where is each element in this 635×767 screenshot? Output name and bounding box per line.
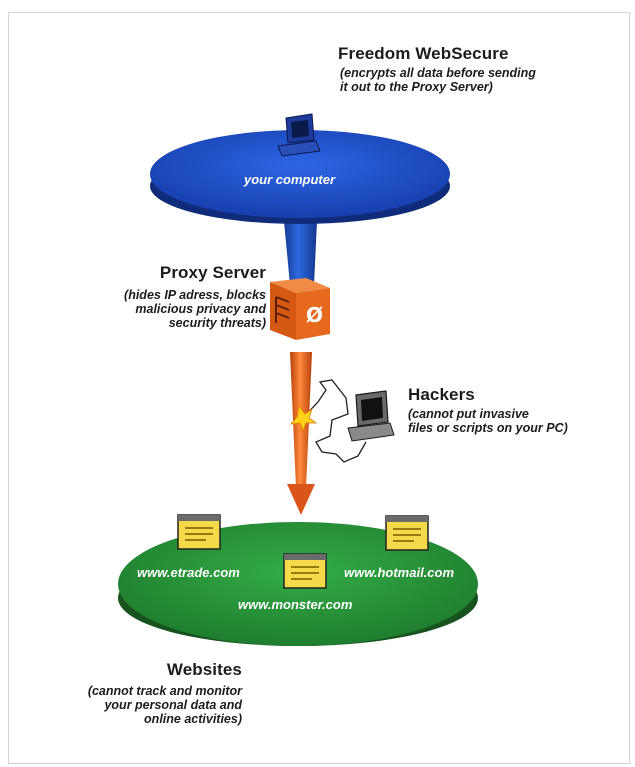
websites-title: Websites <box>166 660 242 679</box>
computer-icon <box>277 113 321 157</box>
hackers-description: (cannot put invasive files or scripts on… <box>408 407 568 435</box>
browser-window-icon <box>177 514 221 550</box>
hacker-computer-icon <box>347 390 395 442</box>
proxy-desc-line: security threats) <box>168 316 266 330</box>
spark-icon <box>290 405 318 433</box>
hackers-title: Hackers <box>408 385 475 404</box>
computer-description: (encrypts all data before sending it out… <box>340 66 536 94</box>
computer-desc-line: it out to the Proxy Server) <box>340 80 493 94</box>
browser-window-icon <box>283 553 327 589</box>
computer-desc-line: (encrypts all data before sending <box>340 66 536 80</box>
site-label-monster: www.monster.com <box>238 597 353 612</box>
websites-desc-line: online activities) <box>144 712 242 726</box>
site-label-hotmail: www.hotmail.com <box>344 565 455 580</box>
hacker-attack-line <box>302 379 367 463</box>
orange-data-beam <box>287 352 315 515</box>
computer-disc <box>150 130 450 224</box>
proxy-desc-line: malicious privacy and <box>135 302 266 316</box>
proxy-description: (hides IP adress, blocks malicious priva… <box>30 288 266 330</box>
your-computer-label: your computer <box>244 172 336 187</box>
proxy-title: Proxy Server <box>159 263 266 282</box>
websites-desc-line: your personal data and <box>104 698 242 712</box>
hackers-desc-line: files or scripts on your PC) <box>408 421 568 435</box>
websites-description: (cannot track and monitor your personal … <box>20 684 242 726</box>
computer-title: Freedom WebSecure <box>338 44 509 63</box>
proxy-symbol: Ø <box>306 303 323 327</box>
diagram-frame <box>8 12 630 764</box>
proxy-desc-line: (hides IP adress, blocks <box>124 288 266 302</box>
proxy-server-box: Ø <box>270 278 330 340</box>
site-label-etrade: www.etrade.com <box>137 565 240 580</box>
hackers-desc-line: (cannot put invasive <box>408 407 529 421</box>
websites-desc-line: (cannot track and monitor <box>87 684 242 698</box>
browser-window-icon <box>385 515 429 551</box>
